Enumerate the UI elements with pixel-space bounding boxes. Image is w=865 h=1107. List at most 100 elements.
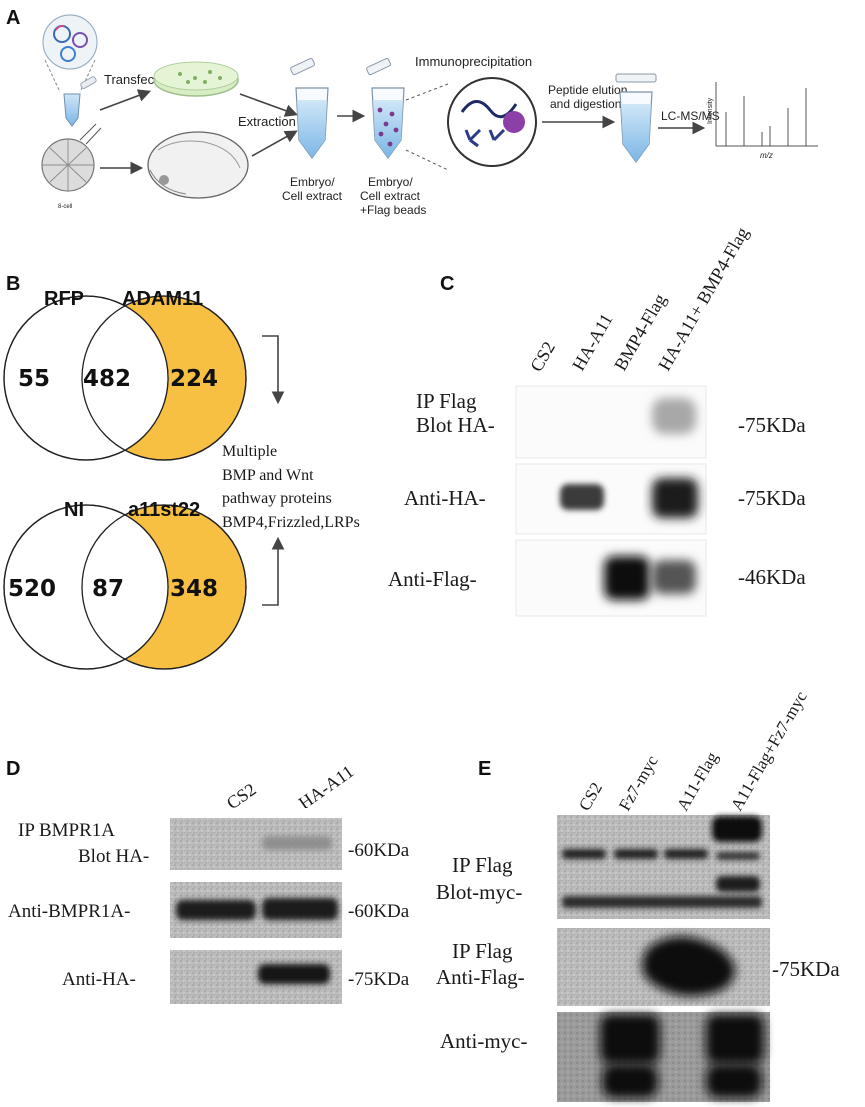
- extract-tube-icon: [290, 58, 329, 160]
- e-lane-label-3: A11-Flag: [673, 748, 722, 814]
- band-c-r2-lane4: [652, 478, 698, 518]
- elution-tube-icon: [615, 73, 657, 164]
- band-e-r1-lane3: [664, 849, 708, 859]
- band-e-r3-lane2-top: [600, 1014, 660, 1064]
- arrow-venn-bottom-to-result: [262, 536, 285, 606]
- mz-axis-label: m/z: [760, 151, 773, 160]
- venn-top-overlap-count: 482: [83, 366, 131, 392]
- band-c-r3-lane3: [604, 556, 650, 600]
- band-d-r2-lane2: [262, 898, 338, 920]
- c-row1-label-line1: IP Flag: [416, 389, 477, 413]
- arrow-dish-to-extract: [239, 93, 299, 117]
- ip-label: Immunoprecipitation: [415, 54, 532, 69]
- beads-label-line2: Cell extract: [360, 189, 421, 203]
- elution-label-line2: and digestion: [550, 97, 621, 111]
- eight-cell-embryo-icon: 8-cell: [41, 123, 102, 210]
- venn-top-left-label: RFP: [44, 288, 84, 310]
- beads-tube-icon: [366, 58, 405, 160]
- zoom-dash-lines: [405, 83, 449, 171]
- band-c-r1-lane4: [652, 398, 696, 434]
- band-e-r1-lane2: [614, 849, 658, 859]
- venn-bottom-right-label: a11st22: [128, 499, 200, 521]
- band-d-r3-lane2: [258, 964, 330, 984]
- d-row2-size: -60KDa: [348, 901, 410, 922]
- venn-bottom-overlap-count: 87: [92, 576, 124, 602]
- arrow-embryo-to-extract: [251, 130, 298, 157]
- e-row3-label: Anti-myc-: [440, 1029, 527, 1053]
- e-row1-label-line1: IP Flag: [452, 853, 513, 877]
- band-e-r3-lane4-top: [706, 1014, 764, 1064]
- beads-label-line1: Embryo/: [368, 175, 413, 189]
- d-row2-label: Anti-BMPR1A-: [8, 901, 130, 922]
- arrow-venn-top-to-result: [262, 335, 285, 405]
- band-e-r3-lane4-bottom: [706, 1064, 762, 1098]
- venn-top-overlap: [82, 306, 168, 450]
- e-lane-label-4: A11-Flag+Fz7-myc: [727, 688, 811, 814]
- c-row1-label-line2: Blot HA-: [416, 413, 495, 437]
- venn-bottom-right-count: 348: [170, 576, 218, 602]
- panel-label-b: B: [6, 273, 20, 295]
- small-tube-icon: [63, 76, 97, 127]
- d-row1-label-line1: IP BMPR1A: [18, 820, 115, 841]
- c-row3-label: Anti-Flag-: [388, 567, 477, 591]
- venn-diagram-top: [3, 295, 247, 461]
- band-e-r2-lane3: [642, 936, 735, 997]
- venn-bottom-left-label: NI: [64, 499, 84, 521]
- plasmid-icon: [42, 14, 98, 70]
- intensity-axis-label: Intensity: [707, 97, 714, 124]
- d-row3-label: Anti-HA-: [62, 969, 136, 990]
- e-row2-label-line2: Anti-Flag-: [436, 965, 525, 989]
- mass-spectrum-icon: [715, 82, 818, 147]
- blot-c-row-2: [515, 463, 707, 535]
- c-row1-size: -75KDa: [738, 413, 806, 437]
- band-d-r2-lane1: [176, 900, 256, 920]
- venn-top-right-count: 224: [170, 366, 218, 392]
- d-lane-label-2: HA-A11: [295, 761, 358, 813]
- extract-label-line1: Embryo/: [290, 175, 335, 189]
- zoom-lines: [44, 59, 96, 93]
- result-line-3: pathway proteins: [222, 490, 332, 507]
- e-row2-label-line1: IP Flag: [452, 939, 513, 963]
- venn-top-left-count: 55: [18, 366, 50, 392]
- arrow-transfection: [99, 89, 151, 111]
- immunoprecipitation-icon: [447, 77, 537, 167]
- e-row1-label-line2: Blot-myc-: [436, 880, 522, 904]
- eight-cell-label: 8-cell: [58, 204, 72, 210]
- venn-diagram-bottom: [3, 504, 247, 670]
- band-e-r1-lane4-low: [716, 876, 760, 892]
- panel-label-c: C: [440, 273, 454, 295]
- band-c-r3-lane4: [652, 560, 696, 594]
- c-row2-label: Anti-HA-: [404, 486, 486, 510]
- band-e-r1-lane1: [562, 849, 606, 859]
- blot-c-row-1: [515, 385, 707, 459]
- c-lane-label-1: CS2: [526, 338, 559, 375]
- d-row3-size: -75KDa: [348, 969, 410, 990]
- c-lane-label-4: HA-A11+ BMP4-Flag: [654, 224, 752, 374]
- tadpole-embryo-icon: [147, 131, 249, 199]
- result-line-4: BMP4,Frizzled,LRPs: [222, 514, 360, 531]
- panel-label-a: A: [6, 7, 20, 29]
- lcms-label: LC-MS/MS: [661, 109, 720, 123]
- band-e-r1-lane4-mid: [716, 852, 760, 860]
- result-line-2: BMP and Wnt: [222, 467, 314, 484]
- petri-dish-icon: [153, 61, 239, 97]
- band-d-r1-lane2: [262, 836, 332, 850]
- panel-label-e: E: [478, 758, 491, 780]
- e-row2-size: -75KDa: [772, 957, 840, 981]
- d-row1-size: -60KDa: [348, 840, 410, 861]
- d-row1-label-line2: Blot HA-: [78, 846, 149, 867]
- e-lane-label-1: CS2: [575, 779, 606, 814]
- extract-label-line2: Cell extract: [282, 189, 343, 203]
- venn-bottom-overlap: [82, 515, 168, 659]
- band-e-r1-lane4-top: [712, 816, 762, 842]
- blot-c-row-3: [515, 539, 707, 617]
- result-line-1: Multiple: [222, 443, 277, 460]
- c-row2-size: -75KDa: [738, 486, 806, 510]
- c-row3-size: -46KDa: [738, 565, 806, 589]
- beads-label-line3: +Flag beads: [360, 203, 426, 217]
- extraction-label: Extraction: [238, 114, 296, 129]
- band-c-r2-lane2: [560, 484, 604, 510]
- e-lane-label-2: Fz7-myc: [615, 752, 662, 814]
- venn-bottom-left-count: 520: [8, 576, 56, 602]
